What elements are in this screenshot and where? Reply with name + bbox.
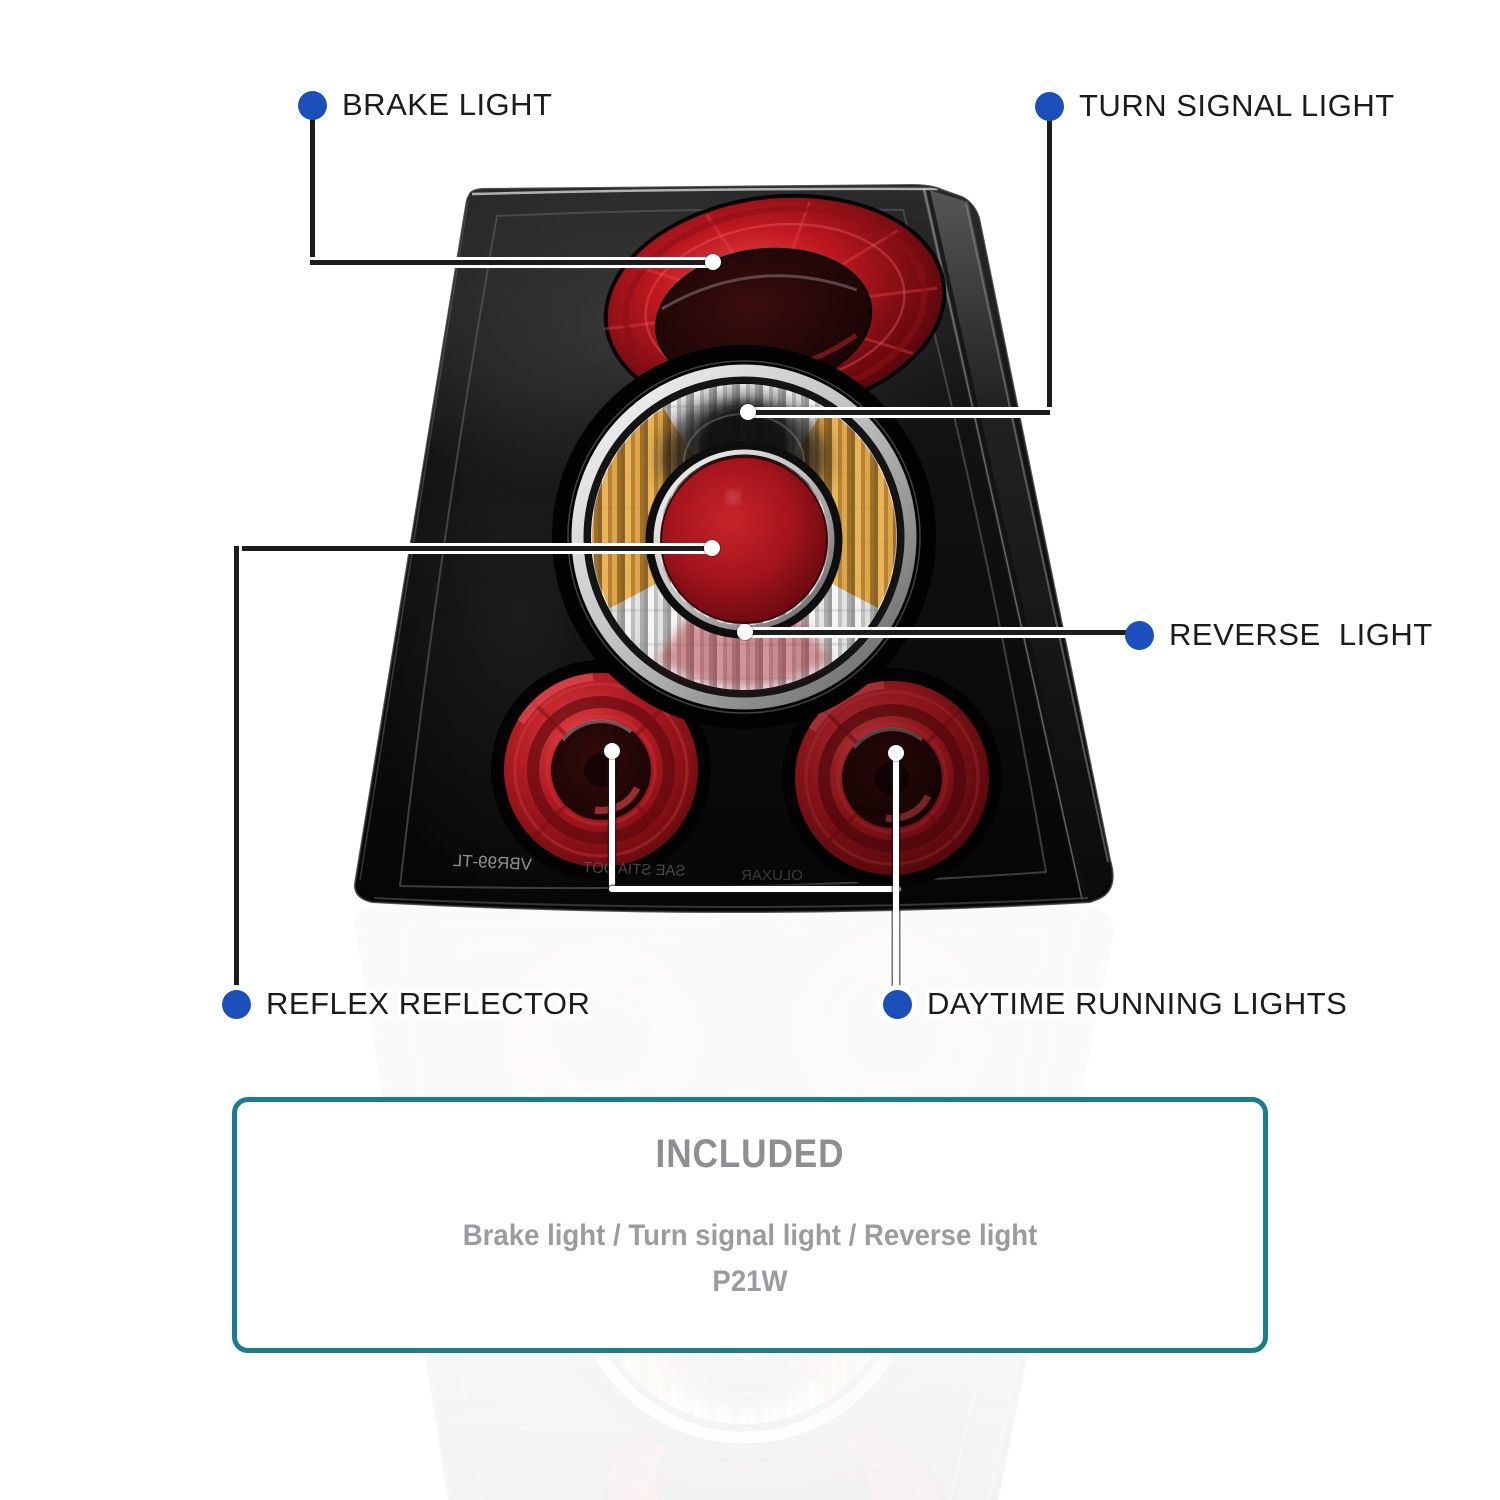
cert-marking: SAE STIA DOT [583, 859, 686, 880]
callout-turn-signal-light: TURN SIGNAL LIGHT [1035, 90, 1395, 122]
callout-daytime-running-lights: DAYTIME RUNNING LIGHTS [883, 988, 1347, 1020]
callout-label: BRAKE LIGHT [342, 87, 553, 122]
bullet-icon [298, 90, 327, 120]
daytime-leader-vertical-left [609, 750, 615, 892]
turn-signal-leader-vertical [1047, 119, 1052, 415]
callout-brake-light: BRAKE LIGHT [298, 89, 553, 121]
daytime-leader-vertical-right [893, 752, 899, 988]
brake-leader-vertical [310, 117, 315, 265]
reflex-leader-endpoint-dot [704, 540, 720, 556]
daytime-leader-endpoint-dot-right [888, 745, 904, 761]
turn-signal-leader-endpoint-dot [740, 404, 756, 420]
part-number-marking: VBR99-TL [452, 851, 532, 874]
turn-signal-leader-horizontal [747, 410, 1050, 415]
callout-label: REFLEX REFLECTOR [266, 986, 591, 1021]
reverse-leader-horizontal [744, 630, 1128, 635]
callout-reflex-reflector: REFLEX REFLECTOR [222, 988, 590, 1020]
bullet-icon [883, 989, 912, 1019]
daytime-leader-horizontal [609, 886, 901, 892]
included-items-text: Brake light / Turn signal light / Revers… [462, 1219, 1038, 1252]
center-circle-assembly [552, 345, 936, 729]
reverse-leader-endpoint-dot [737, 624, 753, 640]
chrome-ring [571, 364, 917, 710]
reflex-leader-horizontal [234, 546, 712, 551]
bullet-icon [1125, 620, 1154, 650]
housing-side-panel [922, 188, 1113, 902]
bullet-icon [1035, 91, 1064, 121]
callout-label: REVERSE LIGHT [1169, 617, 1433, 652]
daytime-leader-endpoint-dot-left [604, 743, 620, 759]
brake-leader-endpoint-dot [705, 254, 721, 270]
callout-label: TURN SIGNAL LIGHT [1079, 88, 1395, 123]
included-box: INCLUDED Brake light / Turn signal light… [232, 1097, 1268, 1353]
brake-leader-horizontal [310, 260, 714, 265]
included-title: INCLUDED [655, 1132, 845, 1176]
callout-reverse-light: REVERSE LIGHT [1125, 619, 1433, 651]
callout-label: DAYTIME RUNNING LIGHTS [927, 986, 1348, 1021]
included-bulb-type: P21W [712, 1265, 788, 1298]
bullet-icon [222, 989, 251, 1019]
lamp-markings: VBR99-TL SAE STIA DOT OLUXAR [452, 851, 803, 884]
reflex-reflector-disc [661, 457, 827, 623]
tail-light-photo: VBR99-TL SAE STIA DOT OLUXAR [353, 183, 1114, 913]
brand-marking: OLUXAR [741, 867, 803, 884]
reflex-leader-vertical [234, 546, 239, 990]
